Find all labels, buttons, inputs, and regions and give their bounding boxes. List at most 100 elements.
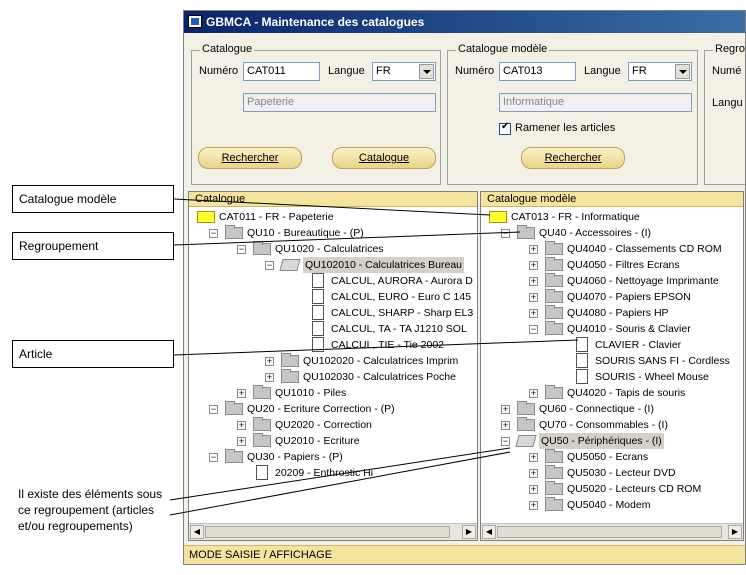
title-bar: GBMCA - Maintenance des catalogues: [184, 11, 745, 33]
chevron-down-icon[interactable]: [675, 64, 690, 79]
collapse-icon[interactable]: −: [209, 228, 218, 238]
catalogue-modele-tree-panel: Catalogue modèle CAT013 - FR - Informati…: [480, 191, 744, 541]
left-horizontal-scrollbar[interactable]: ◀ ▶: [189, 523, 477, 540]
modele-tree-node-label: CAT013 - FR - Informatique: [511, 211, 640, 223]
folder-icon: [545, 481, 563, 495]
folder-icon: [545, 289, 563, 303]
expand-icon[interactable]: +: [529, 244, 538, 254]
folder-icon: [517, 225, 535, 239]
scroll-left-icon[interactable]: ◀: [190, 525, 204, 539]
expand-icon[interactable]: +: [529, 292, 538, 302]
catalogue-icon: [489, 211, 507, 223]
catalogue-description-field: Papeterie: [243, 93, 436, 112]
collapse-icon[interactable]: −: [237, 244, 246, 254]
regroupement-group: Regro Numé Langu: [704, 43, 745, 185]
rechercher-label: Rechercher: [544, 152, 602, 164]
expand-icon[interactable]: +: [237, 436, 246, 446]
catalogue-rechercher-button[interactable]: Rechercher: [198, 147, 302, 169]
scroll-left-icon[interactable]: ◀: [482, 525, 496, 539]
modele-tree-node-label: QU4060 - Nettoyage Imprimante: [567, 275, 719, 287]
expand-icon[interactable]: +: [237, 388, 246, 398]
catalogue-tree-node-label: QU10 - Bureautique - (P): [247, 227, 364, 239]
folder-icon: [517, 417, 535, 431]
expand-icon[interactable]: +: [529, 484, 538, 494]
scroll-right-icon[interactable]: ▶: [728, 525, 742, 539]
folder-icon: [281, 353, 299, 367]
expand-icon[interactable]: +: [529, 276, 538, 286]
ramener-articles-label[interactable]: Ramener les articles: [515, 122, 616, 134]
scroll-thumb[interactable]: [497, 526, 722, 538]
document-icon: [312, 289, 324, 304]
catalogue-button-label: Catalogue: [358, 152, 410, 164]
folder-icon: [253, 433, 271, 447]
expand-icon[interactable]: +: [529, 500, 538, 510]
expand-icon[interactable]: +: [501, 420, 510, 430]
modele-tree-node-label: QU50 - Périphériques - (I): [539, 433, 664, 449]
modele-tree-node-label: QU4070 - Papiers EPSON: [567, 291, 691, 303]
folder-icon: [225, 449, 243, 463]
expand-icon[interactable]: +: [529, 468, 538, 478]
catalogue-numero-label: Numéro: [199, 65, 239, 77]
document-icon: [312, 337, 324, 352]
expand-icon[interactable]: +: [237, 420, 246, 430]
catalogue-tree-node-label: CALCUL, SHARP - Sharp EL3: [331, 307, 474, 319]
modele-tree-node-label: SOURIS - Wheel Mouse: [595, 371, 709, 383]
regroupement-numero-label: Numé: [712, 65, 742, 77]
modele-tree-node-label: QU60 - Connectique - (I): [539, 403, 654, 415]
catalogue-tree-node-label: QU102020 - Calculatrices Imprim: [303, 355, 459, 367]
catalogue-tree-node-label: CAT011 - FR - Papeterie: [219, 211, 334, 223]
right-horizontal-scrollbar[interactable]: ◀ ▶: [481, 523, 743, 540]
catalogue-tree-node-label: QU102030 - Calculatrices Poche: [303, 371, 456, 383]
modele-langue-select[interactable]: FR: [628, 62, 692, 81]
window-title: GBMCA - Maintenance des catalogues: [206, 15, 425, 29]
modele-numero-label: Numéro: [455, 65, 495, 77]
modele-description-field: Informatique: [499, 93, 692, 112]
scroll-right-icon[interactable]: ▶: [462, 525, 476, 539]
collapse-icon[interactable]: −: [265, 260, 274, 270]
chevron-down-icon[interactable]: [419, 64, 434, 79]
catalogue-modele-legend: Catalogue modèle: [456, 43, 550, 55]
expand-icon[interactable]: +: [529, 308, 538, 318]
catalogue-tree-node-label: QU30 - Papiers - (P): [247, 451, 343, 463]
document-icon: [576, 353, 588, 368]
folder-icon: [281, 369, 299, 383]
catalogue-tree-node-label: 20209 - Enthrostic Hi: [275, 467, 374, 479]
modele-tree-node-label: QU4020 - Tapis de souris: [567, 387, 686, 399]
modele-numero-field[interactable]: CAT013: [499, 62, 576, 81]
catalogue-langue-select[interactable]: FR: [372, 62, 436, 81]
ramener-articles-checkbox[interactable]: [499, 121, 511, 135]
catalogue-modele-group: Catalogue modèle Numéro CAT013 Langue FR…: [447, 43, 698, 185]
modele-langue-label: Langue: [584, 65, 621, 77]
collapse-icon[interactable]: −: [209, 404, 218, 414]
expand-icon[interactable]: +: [501, 404, 510, 414]
catalogue-modele-tree-header: Catalogue modèle: [481, 192, 743, 207]
folder-icon: [545, 241, 563, 255]
expand-icon[interactable]: +: [529, 452, 538, 462]
catalogue-tree-node-label: CALCUL, EURO - Euro C 145: [331, 291, 472, 303]
expand-icon[interactable]: +: [529, 388, 538, 398]
document-icon: [312, 321, 324, 336]
modele-tree-node-label: QU5020 - Lecteurs CD ROM: [567, 483, 702, 495]
modele-tree-node-label: QU40 - Accessoires - (I): [539, 227, 652, 239]
catalogue-numero-field[interactable]: CAT011: [243, 62, 320, 81]
catalogue-icon: [197, 211, 215, 223]
app-icon: [188, 15, 202, 28]
modele-tree-node-label: QU70 - Consommables - (I): [539, 419, 668, 431]
collapse-icon[interactable]: −: [209, 452, 218, 462]
callout-regroupement: Regroupement: [12, 232, 174, 260]
expand-icon[interactable]: +: [529, 260, 538, 270]
scroll-thumb[interactable]: [205, 526, 450, 538]
collapse-icon[interactable]: −: [501, 436, 510, 446]
modele-langue-value: FR: [632, 65, 647, 77]
collapse-icon[interactable]: −: [529, 324, 538, 334]
modele-rechercher-button[interactable]: Rechercher: [521, 147, 625, 169]
folder-icon: [225, 401, 243, 415]
folder-icon: [253, 385, 271, 399]
catalogue-group: Catalogue Numéro CAT011 Langue FR Papete…: [191, 43, 441, 185]
folder-icon: [545, 321, 563, 335]
catalogue-open-button[interactable]: Catalogue: [332, 147, 436, 169]
modele-tree-node-label: QU4010 - Souris & Clavier: [567, 323, 691, 335]
catalogue-tree-node-label: QU2020 - Correction: [275, 419, 372, 431]
expand-icon[interactable]: +: [265, 372, 274, 382]
expand-icon[interactable]: +: [265, 356, 274, 366]
